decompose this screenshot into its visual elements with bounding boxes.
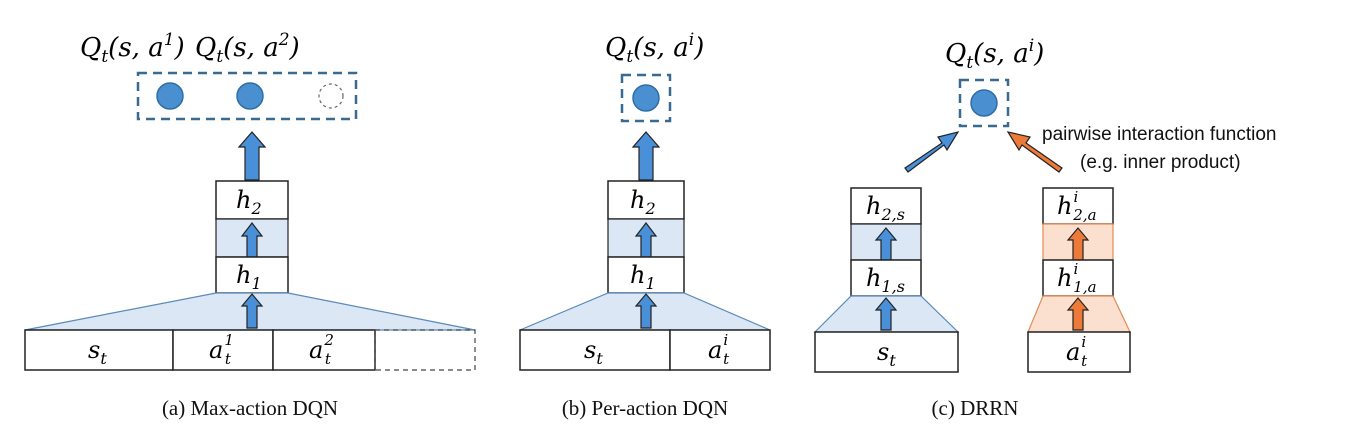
up-arrow-to-output	[237, 131, 267, 181]
hidden-layer-h2-box	[215, 180, 289, 220]
action-hidden-h2-box	[1042, 187, 1114, 225]
caption-panel-b: (b) Per-action DQN	[562, 396, 728, 420]
state-hidden-h2-label: h2,s	[866, 192, 905, 224]
input-action-cell	[669, 329, 771, 371]
input-state-label: st	[88, 336, 107, 368]
q-value-label-a2: Qt(s, a2)	[195, 30, 300, 67]
panel-drrn: Qt(s, ai) pairwise interaction function …	[813, 36, 1276, 420]
up-arrow-h1-h2	[240, 222, 264, 258]
input-state-cell	[519, 329, 671, 371]
q-value-node-placeholder	[318, 83, 344, 109]
state-to-output-arrow	[904, 131, 960, 173]
hidden-layer-h1-label: h1	[630, 261, 656, 293]
hidden-layer-h2-label: h2	[630, 186, 656, 218]
interaction-annotation-line2: (e.g. inner product)	[1080, 152, 1241, 173]
input-state-label: st	[584, 336, 603, 368]
input-placeholder-cell	[374, 329, 476, 371]
q-value-node	[632, 84, 660, 112]
state-input-cell	[814, 331, 959, 373]
q-value-label: Qt(s, ai)	[945, 36, 1044, 73]
caption-panel-c: (c) DRRN	[932, 396, 1019, 420]
q-value-label-a1: Qt(s, a1)	[80, 30, 185, 67]
up-arrow-input-h1	[634, 293, 658, 329]
q-value-node-1	[156, 82, 184, 110]
interaction-annotation-line1: pairwise interaction function	[1042, 124, 1276, 145]
state-up-arrow-h1-h2	[874, 227, 898, 261]
caption-panel-a: (a) Max-action DQN	[162, 396, 338, 420]
q-value-node	[970, 89, 998, 117]
output-box	[620, 73, 672, 123]
state-hidden-h1-label: h1,s	[866, 264, 905, 296]
action-up-arrow-input-h1	[1066, 297, 1090, 331]
input-action1-cell	[172, 329, 274, 371]
state-hidden-h1-box	[850, 259, 922, 297]
up-arrow-to-output	[631, 131, 661, 181]
output-group-box	[136, 71, 358, 121]
state-input-label: st	[877, 338, 896, 370]
output-box	[958, 78, 1010, 128]
input-action2-cell	[272, 329, 376, 371]
state-up-arrow-input-h1	[874, 297, 898, 331]
up-arrow-input-h1	[240, 293, 264, 329]
hidden-layer-h1-box	[607, 256, 685, 294]
action-input-cell	[1027, 331, 1131, 373]
q-value-node-2	[236, 82, 264, 110]
hidden-layer-h2-label: h2	[236, 186, 262, 218]
action-to-output-arrow	[1006, 131, 1063, 173]
input-state-cell	[24, 329, 174, 371]
up-arrow-h1-h2	[634, 222, 658, 258]
hidden-layer-h1-label: h1	[236, 261, 262, 293]
action-up-arrow-h1-h2	[1066, 227, 1090, 261]
state-hidden-h2-box	[850, 187, 922, 225]
q-value-label: Qt(s, ai)	[605, 30, 704, 67]
